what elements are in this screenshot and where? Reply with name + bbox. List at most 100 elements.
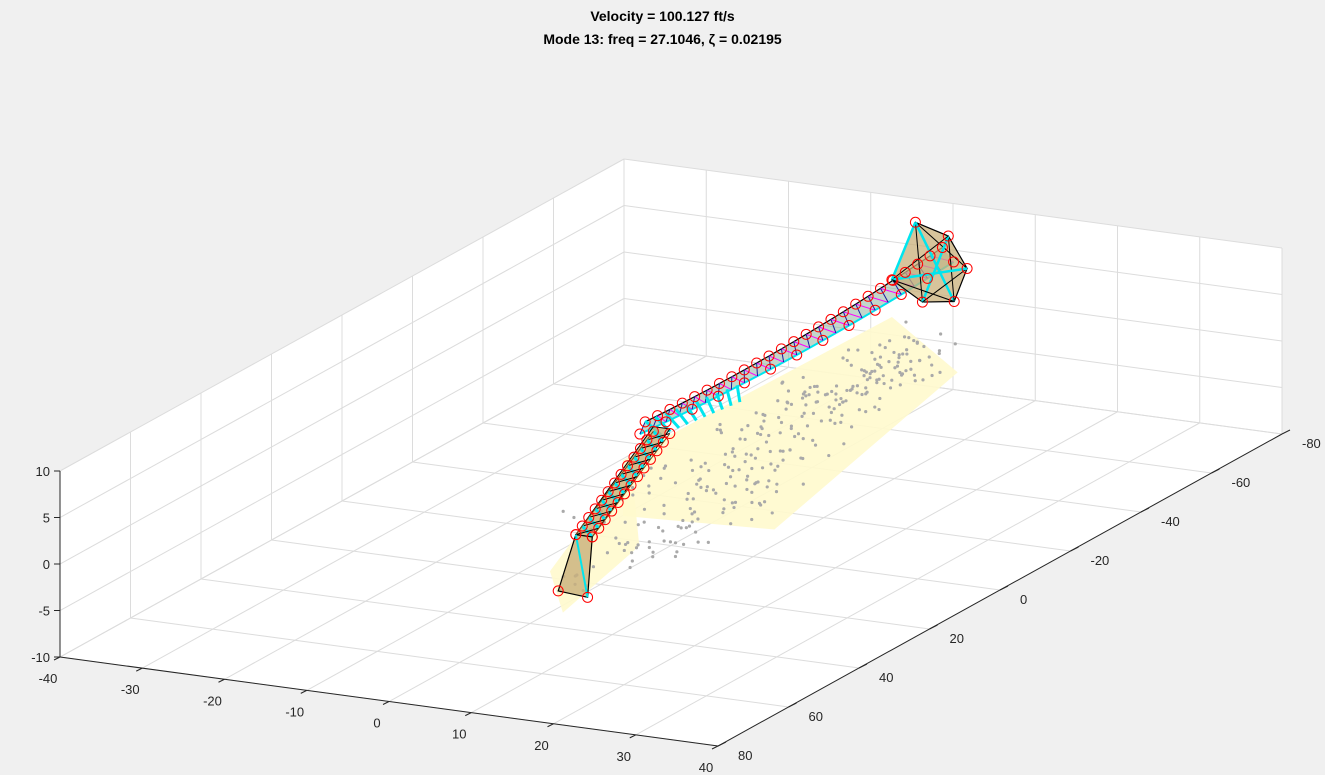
node-marker (788, 336, 800, 348)
aero-point (898, 383, 902, 387)
y-tick (929, 624, 938, 630)
aero-point (860, 392, 864, 397)
aero-point (913, 379, 917, 383)
aero-point (873, 369, 877, 373)
wing-edge (706, 382, 720, 391)
wing-edge (805, 326, 819, 335)
node-marker (634, 428, 646, 440)
aero-point (762, 500, 767, 504)
aero-point (841, 356, 845, 360)
aero-point (647, 491, 651, 495)
wing-edge (867, 295, 889, 303)
aero-point (731, 447, 735, 451)
wing-edge (793, 341, 810, 349)
aero-point (642, 507, 647, 511)
aero-point (904, 320, 908, 324)
y-tick-label: 20 (950, 631, 964, 646)
node-marker (652, 410, 664, 422)
aero-point (873, 357, 877, 361)
aero-point (622, 548, 626, 553)
aero-point (753, 456, 758, 460)
aero-point (699, 485, 703, 490)
aero-point (801, 437, 805, 441)
grid-line (130, 617, 789, 708)
aero-point (745, 474, 750, 478)
tick-labels: -40-30-20-10010203040-80-60-40-200204060… (31, 436, 1321, 775)
node-marker (701, 384, 713, 396)
aero-point (813, 443, 818, 447)
aero-point (711, 488, 716, 492)
aero-point (760, 466, 765, 470)
aero-point (764, 440, 769, 444)
y-tick (858, 663, 868, 669)
aero-point (807, 393, 811, 397)
wing-edge (835, 324, 850, 334)
node-marker (713, 377, 725, 389)
wing-edge (880, 287, 902, 295)
aero-point (685, 497, 689, 501)
aero-point (749, 453, 753, 457)
wing-edge (704, 390, 708, 403)
node-marker (775, 343, 787, 355)
aero-point (895, 364, 900, 368)
node-marker (676, 397, 688, 409)
aero-point (775, 482, 779, 486)
aero-point (696, 540, 700, 544)
z-tick-label: 10 (36, 464, 50, 479)
node-marker (936, 241, 948, 253)
y-tick-label: 0 (1020, 592, 1027, 607)
aero-point (901, 352, 905, 356)
node-marker (644, 453, 656, 465)
wingtip-edge (914, 221, 956, 303)
node-marker (817, 334, 829, 346)
aero-point (918, 358, 922, 363)
node-marker (657, 436, 669, 448)
node-marker (813, 321, 825, 333)
aero-point (865, 378, 869, 382)
aero-point (882, 381, 886, 386)
wingtip-edge (914, 222, 923, 303)
aero-point (899, 373, 904, 377)
aero-point (693, 530, 698, 534)
aero-point (778, 431, 782, 435)
node-marker (660, 416, 672, 428)
aero-point (888, 339, 892, 343)
aero-point (662, 539, 666, 543)
wing-edge (830, 319, 837, 334)
aero-point (636, 543, 640, 547)
aero-point (768, 449, 772, 454)
node-marker (639, 416, 651, 428)
grid-line (271, 539, 930, 630)
wing-edge (694, 389, 708, 398)
aero-point (572, 515, 576, 520)
z-tick-label: 5 (43, 511, 50, 526)
wing-edge (682, 396, 695, 404)
aero-point (857, 408, 861, 412)
node-marker (726, 371, 738, 383)
y-tick-label: -80 (1302, 436, 1321, 451)
aero-point (750, 490, 754, 494)
node-marker (622, 460, 634, 472)
wing-edge (855, 295, 869, 305)
wing-edge (674, 408, 689, 426)
fin-edge (575, 527, 599, 536)
aero-point (873, 405, 877, 409)
aero-point (888, 386, 893, 390)
aero-point (745, 487, 749, 492)
aero-point (811, 411, 816, 415)
wing-edge (743, 375, 758, 384)
y-tick (788, 702, 797, 708)
wing-edge (818, 318, 832, 328)
aero-point (904, 369, 908, 373)
aero-point (662, 503, 666, 507)
node-marker (765, 363, 777, 375)
aero-point (684, 526, 688, 530)
aero-point (922, 344, 926, 349)
wing-edge (657, 408, 671, 417)
z-tick-label: -10 (31, 650, 50, 665)
grid-line (623, 158, 1283, 249)
aero-point (623, 542, 628, 547)
aero-point (840, 413, 844, 417)
aero-point (837, 402, 842, 407)
aero-point (776, 399, 780, 403)
